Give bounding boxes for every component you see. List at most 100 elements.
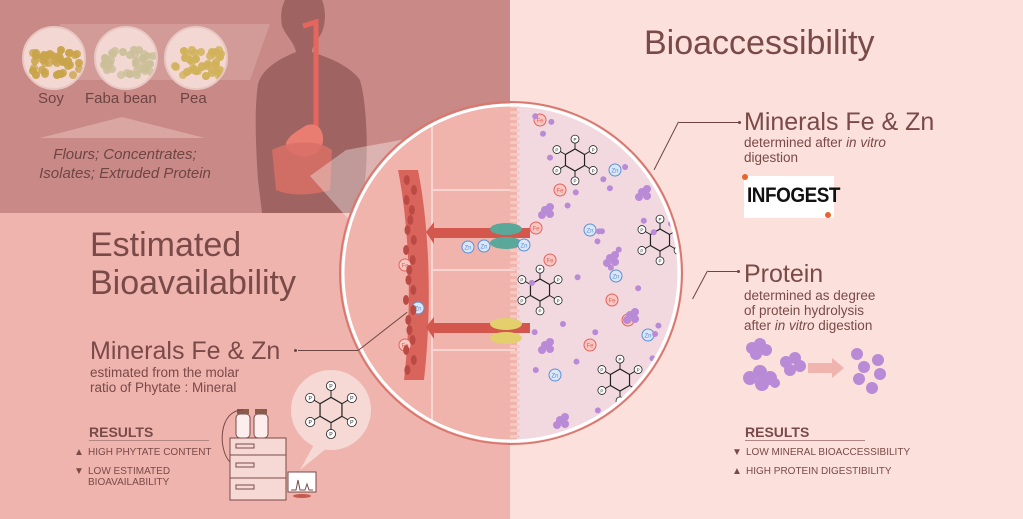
result-text: LOW MINERAL BIOACCESSIBILITY [746, 447, 910, 458]
blood-cell [411, 235, 417, 245]
svg-text:P: P [350, 420, 354, 426]
bioaccessibility-result-item: ▲HIGH PROTEIN DIGESTIBILITY [732, 466, 892, 477]
microvillus [510, 141, 520, 144]
microvillus [510, 261, 520, 264]
svg-text:P: P [573, 137, 576, 142]
protein-particle [622, 164, 628, 170]
desc-line: ratio of Phytate : Mineral [90, 380, 239, 395]
protein-particle [532, 113, 538, 119]
crop-label-soy: Soy [38, 90, 64, 107]
protein-particle [604, 123, 610, 129]
microvillus [510, 171, 520, 174]
microvillus [510, 309, 520, 312]
protein-particle [663, 371, 669, 377]
microvillus [510, 207, 520, 210]
microvillus [510, 375, 520, 378]
microvillus [510, 219, 520, 222]
grain [69, 71, 77, 79]
blood-cell [403, 245, 409, 255]
grain [215, 46, 223, 54]
svg-text:P: P [592, 147, 595, 152]
svg-text:P: P [573, 179, 576, 184]
zinc-ion-icon: Zn [549, 369, 561, 381]
logo-dot [825, 212, 831, 218]
microvillus [510, 123, 520, 126]
microvillus [510, 153, 520, 156]
protein-particle [547, 155, 553, 161]
logo-dot [742, 174, 748, 180]
blood-cell [404, 195, 410, 205]
protein-particle [600, 176, 606, 182]
bioavailability-minerals-heading: Minerals Fe & Zn [90, 337, 280, 366]
microvillus [510, 363, 520, 366]
microvillus [510, 117, 520, 120]
microvillus [510, 159, 520, 162]
grain [31, 57, 39, 65]
microvillus [510, 135, 520, 138]
microvillus [510, 111, 520, 114]
protein-particle [592, 329, 598, 335]
blood-cell [404, 175, 410, 185]
microvillus [510, 381, 520, 384]
svg-text:P: P [637, 367, 640, 372]
desc-emphasis: in vitro [775, 318, 815, 333]
svg-text:P: P [520, 277, 523, 282]
microvillus [510, 195, 520, 198]
iron-ion-icon: Fe [530, 222, 542, 234]
microvillus [510, 405, 520, 408]
hydrolysis-arrow [808, 358, 844, 378]
desc-line: determined as degree [744, 288, 875, 303]
microvillus [510, 411, 520, 414]
microvillus [510, 387, 520, 390]
protein-particle [595, 407, 601, 413]
microvillus [510, 213, 520, 216]
microvillus [510, 201, 520, 204]
grain [43, 52, 51, 60]
blood-cell [410, 255, 416, 265]
svg-text:P: P [308, 420, 312, 426]
protein-particle [680, 149, 686, 155]
microvillus [510, 285, 520, 288]
svg-text:Zn: Zn [480, 245, 487, 251]
crop-image-pea [164, 26, 228, 90]
protein-particle [532, 329, 538, 335]
microvillus [510, 129, 520, 132]
microvillus [510, 177, 520, 180]
desc-line: of protein hydrolysis [744, 303, 875, 318]
crop-image-faba-bean [94, 26, 158, 90]
grain [53, 71, 61, 79]
grain [140, 50, 148, 58]
svg-text:P: P [557, 277, 560, 282]
svg-text:Zn: Zn [646, 154, 653, 160]
bioavailability-result-item: ▲HIGH PHYTATE CONTENT [74, 447, 212, 458]
svg-text:Zn: Zn [611, 169, 618, 175]
svg-text:P: P [555, 147, 558, 152]
protein-desc: determined as degree of protein hydrolys… [744, 288, 875, 333]
leader-line [298, 350, 358, 351]
blood-cell [406, 265, 412, 275]
svg-text:Fe: Fe [546, 259, 554, 265]
grain [30, 64, 38, 72]
microvillus [510, 147, 520, 150]
infogest-logo: INFOGEST [744, 176, 834, 218]
svg-text:P: P [555, 168, 558, 173]
bioavailability-minerals-desc: estimated from the molar ratio of Phytat… [90, 365, 239, 395]
grain [71, 51, 79, 59]
blood-cell [403, 345, 409, 355]
svg-text:Zn: Zn [586, 229, 593, 235]
svg-text:Fe: Fe [608, 299, 616, 305]
triangle-down-icon: ▼ [74, 466, 88, 477]
microvillus [510, 393, 520, 396]
svg-text:Fe: Fe [658, 399, 666, 405]
protein-particle [548, 119, 554, 125]
leader-line [708, 271, 738, 272]
svg-text:Fe: Fe [556, 189, 564, 195]
svg-text:Zn: Zn [520, 244, 527, 250]
svg-text:P: P [640, 227, 643, 232]
blood-cell [405, 315, 411, 325]
microvillus [510, 189, 520, 192]
blood-cell [411, 355, 417, 365]
svg-text:P: P [538, 267, 541, 272]
svg-text:P: P [600, 367, 603, 372]
zinc-ion-icon: Zn [642, 329, 654, 341]
